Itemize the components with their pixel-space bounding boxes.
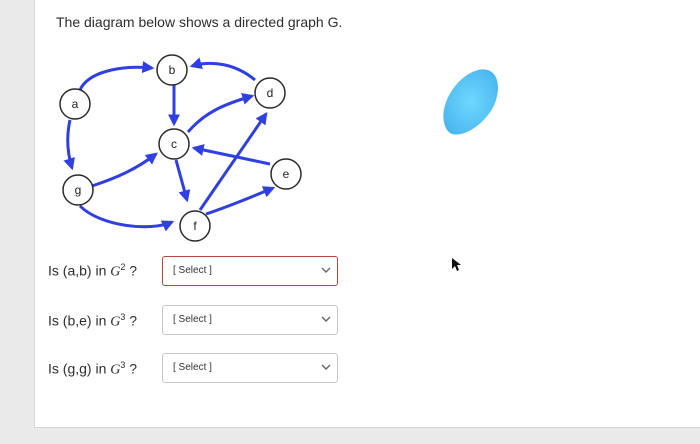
node-f: f [179, 210, 211, 242]
edge-g-f [78, 204, 175, 232]
answer-select-1[interactable]: [ Select ] [162, 256, 338, 286]
question-text-2: Is (b,e) in G3 ? [48, 311, 138, 330]
question-row-1: Is (a,b) in G2 ? [48, 255, 158, 287]
node-a: a [59, 88, 91, 120]
edge-f-d [198, 112, 268, 211]
chevron-down-icon [321, 316, 331, 322]
node-d: d [254, 77, 286, 109]
question-row-2: Is (b,e) in G3 ? [48, 305, 158, 337]
decorative-blob [443, 69, 498, 135]
chevron-down-icon [321, 364, 331, 370]
svg-text:b: b [169, 63, 176, 77]
edge-d-b [189, 57, 256, 82]
edge-e-c [191, 144, 271, 166]
svg-text:c: c [171, 137, 177, 151]
mouse-cursor-icon [452, 258, 461, 271]
edge-a-g [63, 119, 75, 171]
svg-text:a: a [72, 97, 79, 111]
select-value: [ Select ] [173, 314, 212, 325]
edge-c-f [174, 159, 191, 203]
node-g: g [62, 174, 94, 206]
svg-text:f: f [193, 219, 197, 233]
question-row-3: Is (g,g) in G3 ? [48, 353, 158, 385]
node-b: b [156, 54, 188, 86]
chevron-down-icon [321, 267, 331, 273]
edge-a-b [78, 61, 155, 91]
node-c: c [158, 128, 190, 160]
svg-text:g: g [75, 183, 82, 197]
svg-text:e: e [283, 167, 290, 181]
select-value: [ Select ] [173, 265, 212, 276]
node-e: e [270, 158, 302, 190]
answer-select-2[interactable]: [ Select ] [162, 305, 338, 335]
edge-g-c [91, 152, 158, 188]
question-text-3: Is (g,g) in G3 ? [48, 359, 138, 378]
answer-select-3[interactable]: [ Select ] [162, 353, 338, 383]
edge-f-e [205, 186, 276, 216]
select-value: [ Select ] [173, 362, 212, 373]
question-text-1: Is (a,b) in G2 ? [48, 261, 138, 280]
question-prompt: The diagram below shows a directed graph… [56, 14, 343, 30]
svg-text:d: d [267, 86, 274, 100]
edge-c-d [186, 92, 255, 133]
